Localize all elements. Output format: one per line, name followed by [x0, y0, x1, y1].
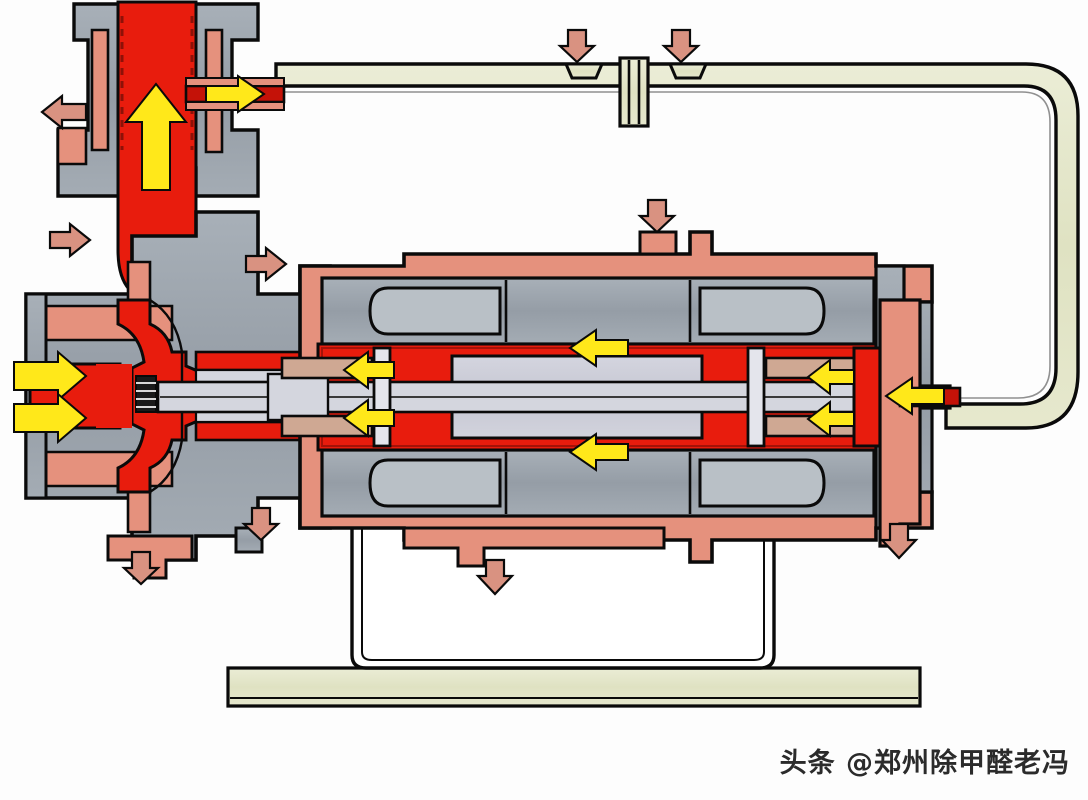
arrow-rotor-gap-top [568, 328, 629, 368]
pointer-arrows [40, 28, 919, 596]
ptr-pipe-boss-b [661, 28, 701, 64]
arrow-discharge-up [123, 82, 189, 191]
arrow-bypass-out [205, 74, 266, 114]
ptr-pipe-boss-a [557, 28, 597, 64]
arrow-suction-2 [13, 391, 88, 445]
pipe-flange [618, 56, 650, 128]
arrow-rear-brg-top [806, 357, 855, 397]
arrow-rotor-gap-bottom [568, 432, 629, 472]
motor-top-lug [638, 230, 678, 256]
ptr-volute-side [244, 245, 288, 283]
arrow-suction-1 [13, 349, 88, 403]
ptr-rear-drain [879, 522, 919, 560]
ptr-foot-left [121, 550, 161, 586]
pipe-boss-b [667, 62, 709, 80]
ptr-motor-drain [475, 558, 515, 596]
watermark: 头条 @郑州除甲醛老冯 [779, 748, 1070, 779]
ptr-motor-top [637, 198, 677, 234]
arrow-front-brg-bottom [342, 398, 395, 438]
circulation-pipe [274, 62, 1080, 430]
stator-winding [368, 286, 826, 508]
motor-drain-boss [402, 526, 666, 568]
rear-thrust-collar [746, 346, 766, 448]
ptr-casing-drain [241, 506, 281, 542]
ptr-casing-left [40, 93, 88, 131]
ptr-casing-left-2 [48, 221, 92, 259]
arrow-front-brg-top [342, 350, 395, 390]
arrow-rear-brg-bottom [806, 399, 855, 439]
flow-arrows [13, 74, 945, 472]
pipe-boss-a [563, 62, 605, 80]
arrow-return-in [884, 376, 945, 416]
base-plate [226, 666, 922, 708]
rotor-shaft [156, 372, 860, 422]
